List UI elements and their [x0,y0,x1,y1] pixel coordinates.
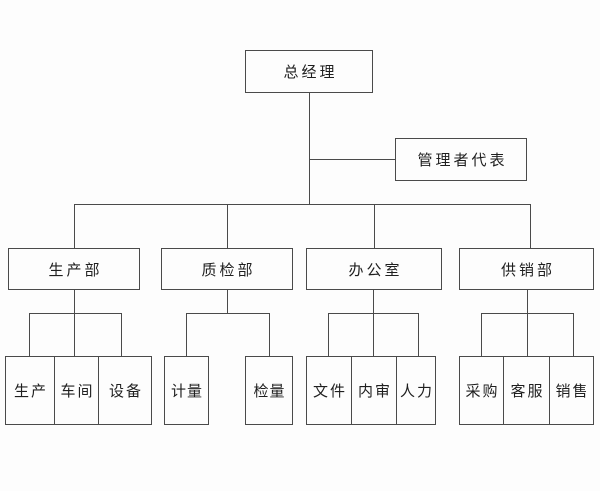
connector-supply-bus [481,313,573,314]
leaf-label: 检量 [253,384,286,400]
leaf-label: 计量 [170,384,203,400]
leaf-workshop: 车间 [54,357,98,424]
connector-drop-supply-dept [530,204,531,248]
node-dept-production: 生产部 [8,248,140,290]
connector-representative-branch [309,159,395,160]
leaf-inspection: 检量 [245,356,293,425]
connector-production-stem [74,290,75,356]
leaf-label: 采购 [465,384,500,400]
node-label: 管理者代表 [417,153,508,169]
connector-drop-metrology [186,313,187,356]
node-dept-supply-sales: 供销部 [459,248,594,290]
leaf-label: 文件 [312,384,347,400]
leaf-sales: 销售 [549,357,593,424]
connector-office-bus [328,313,418,314]
leaf-label: 车间 [60,384,95,400]
connector-distribution-line [74,204,530,205]
connector-drop-production-dept [74,204,75,248]
leaf-group-office: 文件 内审 人力 [306,356,436,425]
connector-quality-stem [227,290,228,313]
node-general-manager: 总经理 [245,50,373,93]
connector-supply-stem [527,290,528,356]
leaf-documents: 文件 [307,357,351,424]
leaf-label: 客服 [510,384,545,400]
leaf-metrology: 计量 [164,356,209,425]
connector-drop-quality-dept [227,204,228,248]
connector-production-bus [29,313,122,314]
connector-drop-hr [418,313,419,356]
node-label: 生产部 [48,262,103,279]
leaf-procurement: 采购 [460,357,503,424]
leaf-hr: 人力 [396,357,435,424]
connector-drop-office-dept [374,204,375,248]
node-label: 办公室 [348,262,403,279]
leaf-internal-audit: 内审 [351,357,396,424]
leaf-label: 生产 [13,384,48,400]
connector-drop-inspection [269,313,270,356]
node-dept-office: 办公室 [306,248,442,290]
leaf-equipment: 设备 [98,357,151,424]
leaf-production: 生产 [6,357,54,424]
connector-quality-bus [186,313,269,314]
leaf-label: 销售 [555,384,590,400]
leaf-label: 设备 [108,384,143,400]
connector-drop-procurement [481,313,482,356]
connector-office-stem [373,290,374,356]
connector-drop-equipment [121,313,122,356]
leaf-label: 内审 [357,384,392,400]
leaf-customer-service: 客服 [503,357,549,424]
leaf-group-production: 生产 车间 设备 [5,356,152,425]
connector-drop-documents [328,313,329,356]
node-label: 供销部 [500,262,555,279]
connector-drop-sales [573,313,574,356]
node-label: 总经理 [283,65,338,81]
node-label: 质检部 [201,262,256,279]
leaf-group-supply-sales: 采购 客服 销售 [459,356,594,425]
leaf-label: 人力 [399,384,434,400]
node-management-representative: 管理者代表 [395,138,527,181]
connector-drop-production [29,313,30,356]
node-dept-quality: 质检部 [161,248,293,290]
connector-root-stem [309,93,310,204]
